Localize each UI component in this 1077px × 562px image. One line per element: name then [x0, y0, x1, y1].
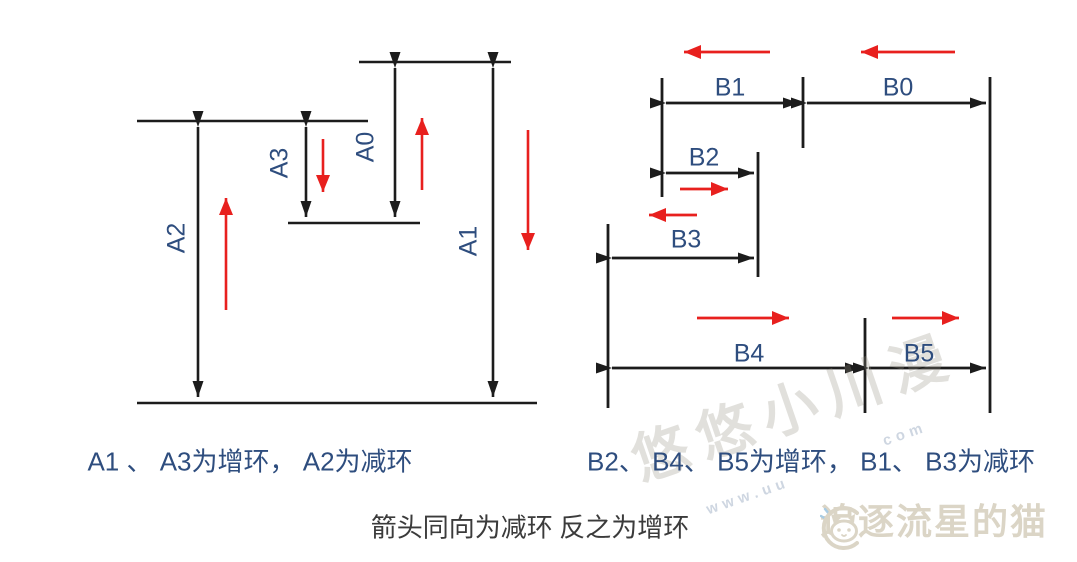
label-b2: B2	[688, 143, 720, 172]
label-b1: B1	[714, 73, 746, 102]
right-diagram	[596, 77, 992, 413]
label-a3: A3	[265, 147, 294, 179]
cat-icon	[820, 506, 859, 550]
left-diagram	[137, 52, 537, 405]
label-b3: B3	[670, 225, 702, 254]
label-a1: A1	[454, 225, 483, 257]
caption-rule-note: 箭头同向为减环 反之为增环	[370, 513, 690, 543]
brand-watermark: 追逐流星的猫	[820, 504, 1048, 550]
left-diagram-direction-arrows	[219, 118, 535, 310]
label-b4: B4	[733, 339, 765, 368]
right-diagram-direction-arrows	[649, 45, 959, 325]
label-a0: A0	[351, 131, 380, 163]
label-a2: A2	[162, 222, 191, 254]
caption-b-chain: B2、 B4、 B5为增环， B1、 B3为减环	[587, 446, 1035, 477]
label-b5: B5	[903, 339, 935, 368]
label-b0: B0	[882, 73, 914, 102]
caption-a-chain: A1 、 A3为增环， A2为减环	[87, 446, 413, 477]
